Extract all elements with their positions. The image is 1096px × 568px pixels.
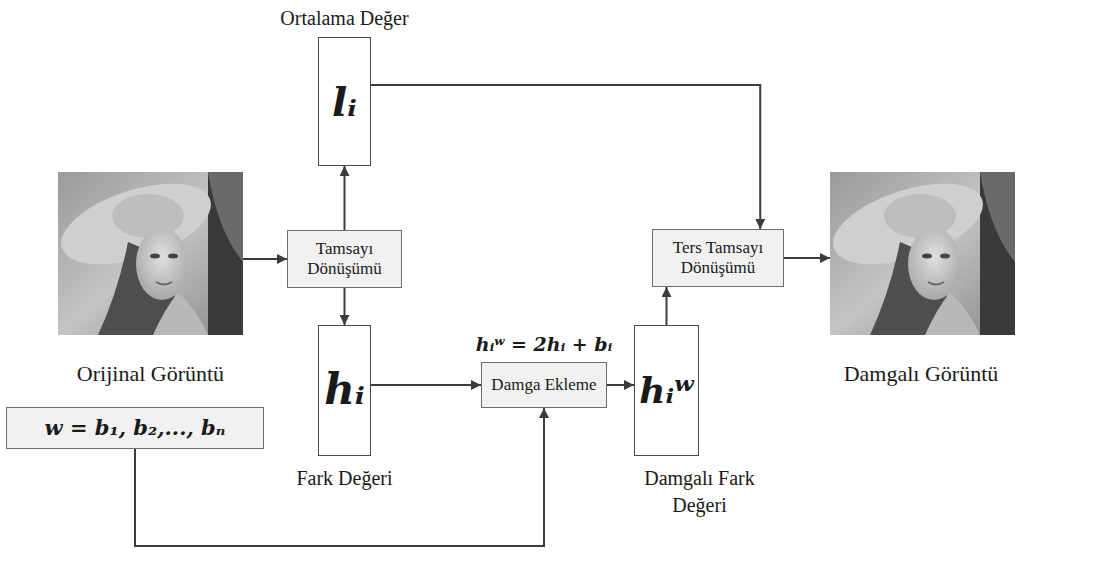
flow-arrow bbox=[243, 258, 287, 260]
flow-arrow bbox=[371, 85, 760, 229]
flow-arrow bbox=[784, 257, 830, 259]
math-symbol: hᵢʷ bbox=[639, 371, 693, 411]
image-frame: Orijinal Görüntü bbox=[58, 172, 243, 387]
process-box: hᵢʷ = 2hᵢ + bᵢDamga Ekleme bbox=[481, 362, 607, 408]
math-formula: hᵢʷ = 2hᵢ + bᵢ bbox=[476, 334, 612, 355]
original-image bbox=[51, 168, 243, 335]
image-caption: Orijinal Görüntü bbox=[77, 361, 224, 387]
watermark-bits-box: w = b₁, b₂,..., bₙ bbox=[6, 407, 264, 449]
process-label: Ters Tamsayı Dönüşümü bbox=[653, 238, 783, 279]
flow-arrow bbox=[371, 384, 481, 386]
flow-arrow bbox=[607, 384, 634, 386]
image-caption: Damgalı Görüntü bbox=[844, 361, 999, 387]
watermarked-image bbox=[823, 168, 1015, 335]
math-symbol: hᵢ bbox=[324, 367, 365, 413]
flow-arrow bbox=[344, 166, 346, 230]
flow-arrow bbox=[344, 288, 346, 325]
process-box: Tamsayı Dönüşümü bbox=[287, 230, 402, 288]
math-symbol: lᵢ bbox=[332, 80, 357, 124]
math-formula: w = b₁, b₂,..., bₙ bbox=[45, 416, 226, 439]
process-label: Damga Ekleme bbox=[486, 375, 601, 395]
value-box: Ortalama Değerlᵢ bbox=[318, 37, 371, 166]
value-box: hᵢʷDamgalı Fark Değeri bbox=[634, 325, 699, 456]
flow-arrow bbox=[666, 287, 668, 325]
value-box: hᵢFark Değeri bbox=[318, 325, 371, 456]
box-caption: Damgalı Fark Değeri bbox=[630, 465, 770, 519]
image-frame: Damgalı Görüntü bbox=[830, 172, 1012, 387]
process-box: Ters Tamsayı Dönüşümü bbox=[652, 229, 784, 287]
box-caption: Fark Değeri bbox=[296, 465, 392, 492]
process-label: Tamsayı Dönüşümü bbox=[288, 239, 401, 280]
box-heading: Ortalama Değer bbox=[280, 5, 408, 32]
